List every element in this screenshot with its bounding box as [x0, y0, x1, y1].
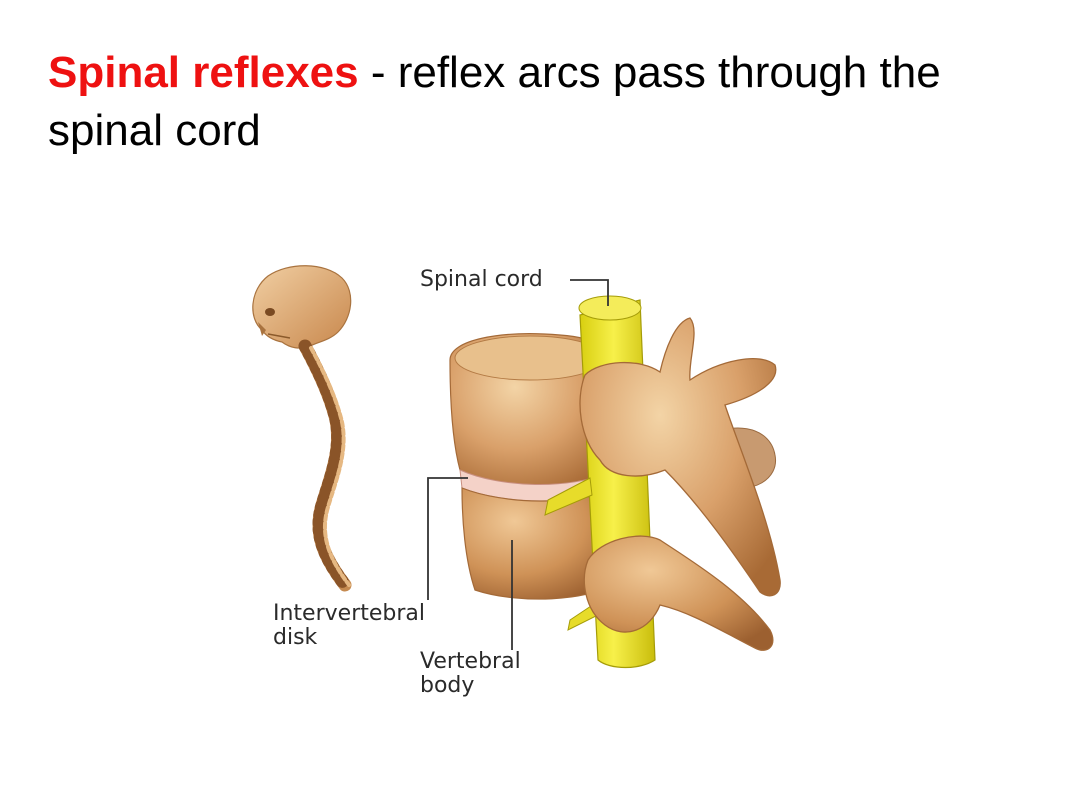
title-rest: - reflex arcs pass through the spinal co…	[48, 48, 941, 155]
label-spinal-cord: Spinal cord	[420, 267, 543, 292]
skull	[252, 265, 352, 349]
lower-vertebral-body	[461, 487, 613, 600]
leader-lines	[427, 279, 609, 650]
lower-posterior-process	[583, 535, 774, 651]
label-vertebral-line1: Vertebral	[420, 649, 521, 674]
vertebra-closeup	[449, 295, 781, 669]
label-intervertebral-line1: Intervertebral	[273, 601, 426, 626]
leader-spinal-cord	[570, 279, 609, 306]
leader-intervertebral-disk	[427, 477, 468, 600]
title-highlight: Spinal reflexes	[48, 48, 359, 97]
label-intervertebral-line2: disk	[273, 625, 318, 650]
nerve-root-upper	[544, 477, 593, 516]
upper-posterior-process	[579, 317, 781, 597]
skull-and-spine	[252, 265, 352, 592]
slide-title: Spinal reflexes - reflex arcs pass throu…	[48, 44, 1008, 160]
label-vertebral-line2: body	[420, 673, 475, 698]
skull-eye	[265, 308, 275, 316]
